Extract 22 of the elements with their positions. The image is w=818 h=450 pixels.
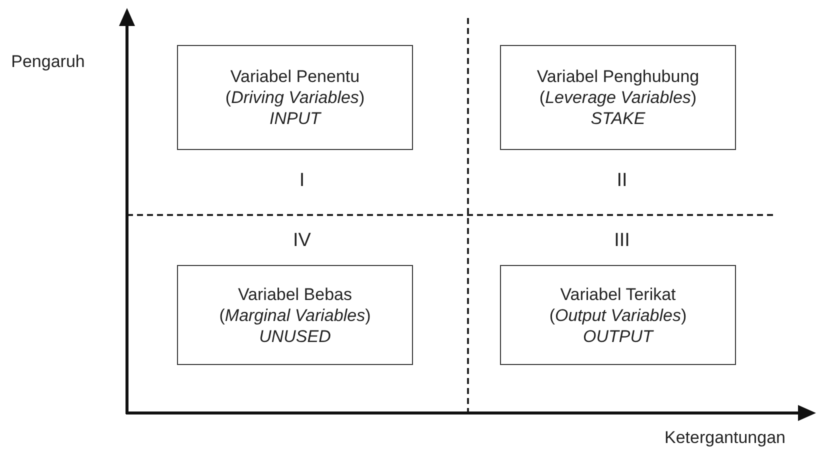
axis-label: Ketergantungan [664,428,786,448]
variable-box [500,45,736,150]
quadrant-number: II [616,170,628,192]
quadrant-number: III [614,230,630,252]
variable-box [500,265,736,365]
variable-box [177,45,413,150]
quadrant-number: IV [293,230,311,252]
box-role: OUTPUT [583,326,653,346]
box-subtitle: (Leverage Variables) [539,87,697,108]
box-title: Variabel Penghubung [536,66,700,87]
box-title: Variabel Bebas [238,284,352,304]
box-title: Variabel Penentu [230,66,360,87]
box-role: STAKE [590,108,646,129]
box-subtitle: (Output Variables) [549,304,687,326]
variable-box [177,265,413,365]
box-title: Variabel Terikat [560,284,676,304]
box-role: INPUT [270,108,320,129]
box-subtitle: (Driving Variables) [225,87,365,108]
quadrant-number: I [299,170,305,192]
box-role: UNUSED [259,326,331,346]
axis-label: Pengaruh [11,52,85,72]
box-subtitle: (Marginal Variables) [219,304,371,326]
